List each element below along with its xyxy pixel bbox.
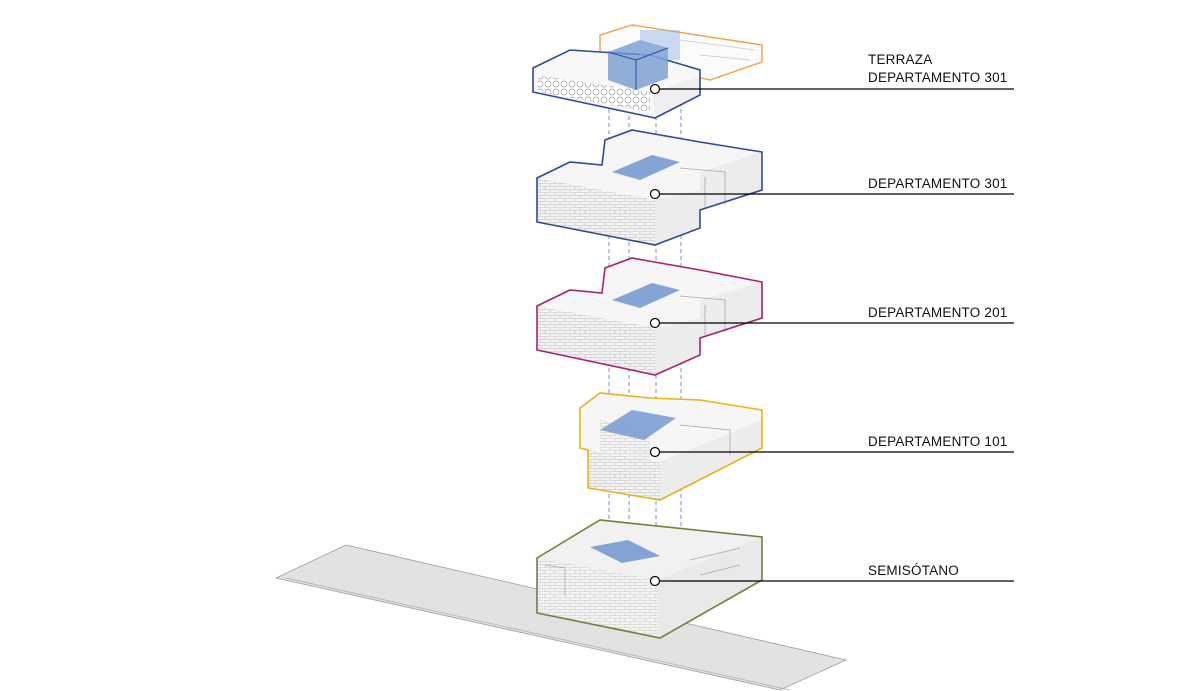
leader-marker-4 [649,575,661,587]
label-departamento-201: DEPARTAMENTO 201 [868,304,1008,322]
level-semisotano [536,519,763,639]
label-line: DEPARTAMENTO 101 [868,434,1008,449]
label-line: TERRAZA [868,52,933,67]
stair-glass [612,283,680,308]
label-departamento-301: DEPARTAMENTO 301 [868,175,1008,193]
level-terraza [532,24,763,119]
skylight-glass [590,540,660,563]
label-departamento-101: DEPARTAMENTO 101 [868,433,1008,451]
label-semisotano: SEMISÓTANO [868,562,959,580]
leader-marker-2 [649,317,661,329]
ground-edge-line [285,577,791,691]
stair-glass [612,155,680,180]
stair-glass [600,410,676,440]
leader-marker-1 [649,188,661,200]
stair-volume-glass [608,40,668,90]
label-line: SEMISÓTANO [868,563,960,578]
label-line: DEPARTAMENTO 301 [868,176,1008,191]
label-line: DEPARTAMENTO 201 [868,305,1008,320]
leader-lines [649,83,1014,587]
level-departamento-201 [536,257,763,376]
level-departamento-301 [536,129,763,246]
label-terraza-departamento-301: TERRAZA DEPARTAMENTO 301 [868,51,1008,87]
level-departamento-101 [579,392,763,501]
leader-marker-3 [649,446,661,458]
leader-marker-0 [649,83,661,95]
label-line: DEPARTAMENTO 301 [868,70,1008,85]
